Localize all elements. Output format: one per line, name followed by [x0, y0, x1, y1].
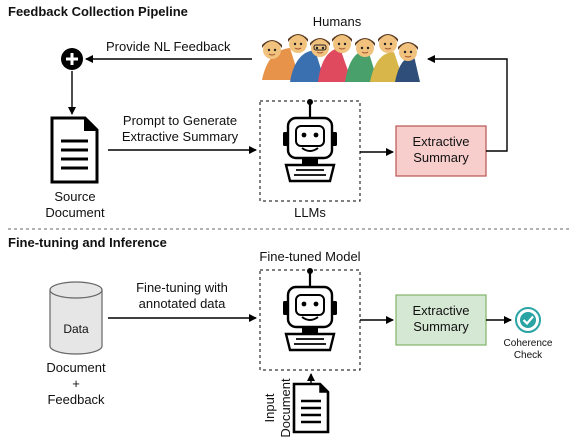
input-label-line1: Input	[262, 393, 277, 422]
summary-to-humans-arrow	[427, 55, 508, 152]
data-caption-line1: Document	[46, 360, 106, 375]
finetune-label-line1: Fine-tuning with	[136, 280, 228, 295]
finetuned-model-label: Fine-tuned Model	[259, 249, 360, 264]
data-caption-line3: Feedback	[47, 392, 105, 407]
coherence-label-line1: Coherence	[504, 338, 553, 349]
provide-feedback-label: Provide NL Feedback	[106, 39, 231, 54]
summary-top-line2: Summary	[413, 150, 469, 165]
plus-circle-icon	[61, 48, 83, 70]
summary-top-line1: Extractive	[412, 134, 469, 149]
finetune-label-line2: annotated data	[139, 296, 227, 311]
source-label-line1: Source	[54, 189, 95, 204]
llms-label: LLMs	[294, 205, 326, 220]
input-label-line2: Document	[278, 378, 293, 438]
prompt-label-line1: Prompt to Generate	[123, 113, 237, 128]
check-badge-icon	[515, 307, 541, 333]
prompt-label-line2: Extractive Summary	[122, 129, 239, 144]
summary-bottom-line2: Summary	[413, 319, 469, 334]
data-label: Data	[63, 322, 89, 336]
input-document-icon	[292, 382, 330, 434]
humans-illustration-icon	[261, 33, 420, 82]
summary-bottom-line1: Extractive	[412, 303, 469, 318]
source-document-icon	[50, 116, 99, 184]
data-database-icon	[49, 281, 103, 355]
section-title-feedback-collection: Feedback Collection Pipeline	[8, 4, 188, 19]
section-title-finetuning: Fine-tuning and Inference	[8, 235, 167, 250]
extractive-summary-finetuned-box	[395, 294, 487, 346]
data-caption-line2: +	[72, 376, 80, 391]
coherence-label-line2: Check	[514, 350, 543, 361]
source-label-line2: Document	[45, 205, 105, 220]
extractive-summary-box	[395, 125, 487, 177]
humans-label: Humans	[313, 14, 362, 29]
